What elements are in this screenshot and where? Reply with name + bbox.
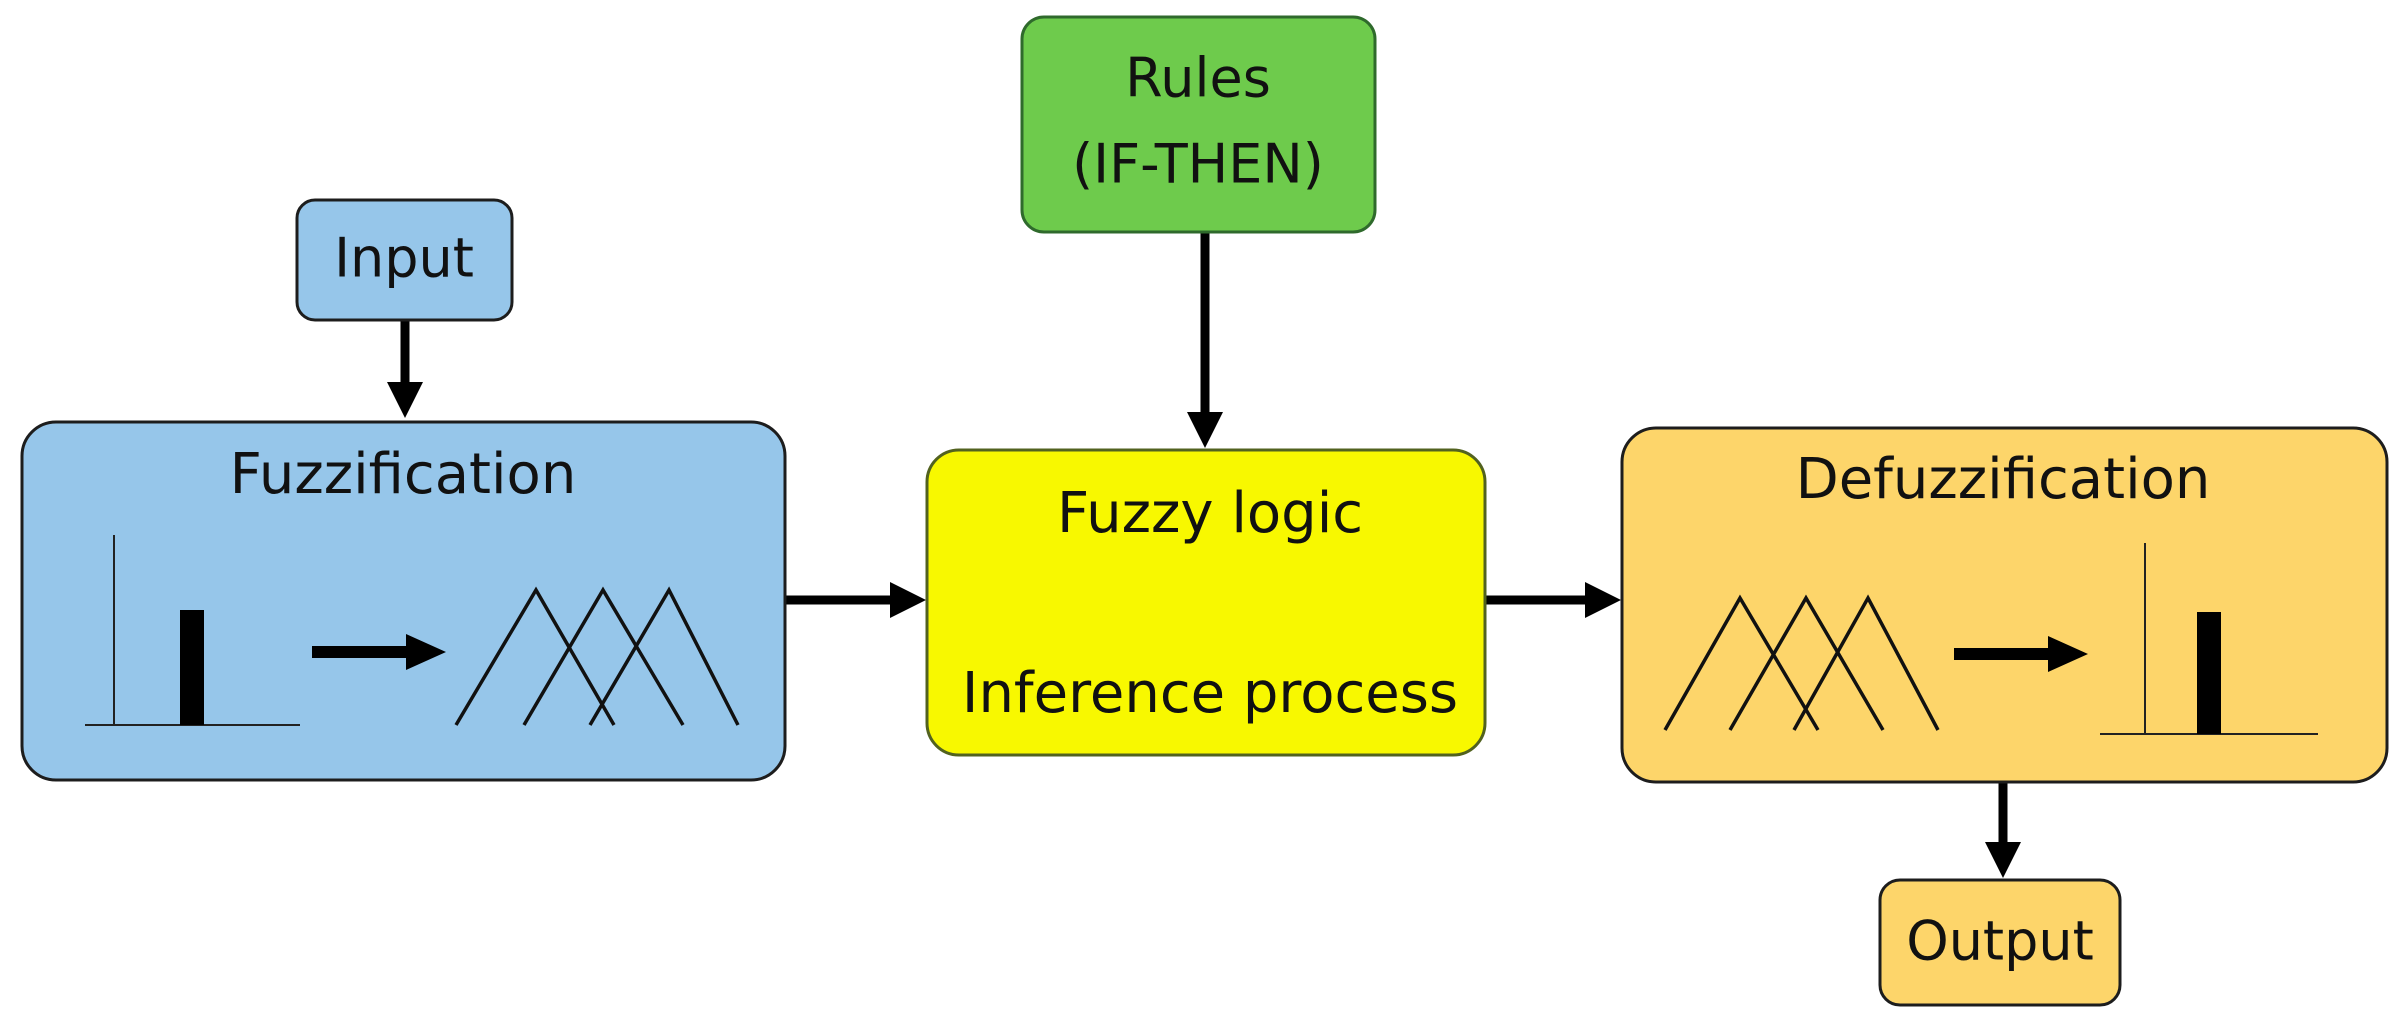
right-arrow-icon <box>312 634 446 670</box>
fuzzy-logic-node: Fuzzy logic Inference process <box>925 448 1487 757</box>
right-arrow-icon <box>1954 636 2088 672</box>
rules-label: Rules <box>1125 47 1271 110</box>
rules-node: Rules (IF-THEN) <box>1020 15 1377 234</box>
inference-process-label: Inference process <box>962 661 1458 726</box>
rules-box <box>1020 15 1377 234</box>
defuzzification-label: Defuzzification <box>1796 447 2211 512</box>
crisp-spike-icon <box>85 535 300 726</box>
edge-fuzzification-to-fuzzy-logic <box>785 582 926 618</box>
output-box <box>1878 878 2122 1007</box>
input-node: Input <box>295 198 514 322</box>
input-box <box>295 198 514 322</box>
triangular-membership-functions-icon <box>454 586 740 726</box>
edge-defuzzification-to-output <box>1985 782 2021 878</box>
edge-rules-to-fuzzy-logic <box>1187 232 1223 448</box>
rules-condition-label: (IF-THEN) <box>1072 133 1324 196</box>
edge-fuzzy-logic-to-defuzzification <box>1485 582 1621 618</box>
input-label: Input <box>334 227 474 290</box>
fuzzification-label: Fuzzification <box>230 442 577 507</box>
fuzzy-logic-box <box>925 448 1487 757</box>
defuzzification-node: Defuzzification <box>1620 426 2389 784</box>
output-node: Output <box>1878 878 2122 1007</box>
crisp-spike-icon <box>2100 543 2318 735</box>
edge-input-to-fuzzification <box>387 320 423 418</box>
fuzzification-node: Fuzzification <box>20 420 787 782</box>
triangular-membership-functions-icon <box>1663 594 1940 731</box>
fuzzy-logic-label: Fuzzy logic <box>1057 481 1363 546</box>
output-label: Output <box>1906 910 2094 973</box>
